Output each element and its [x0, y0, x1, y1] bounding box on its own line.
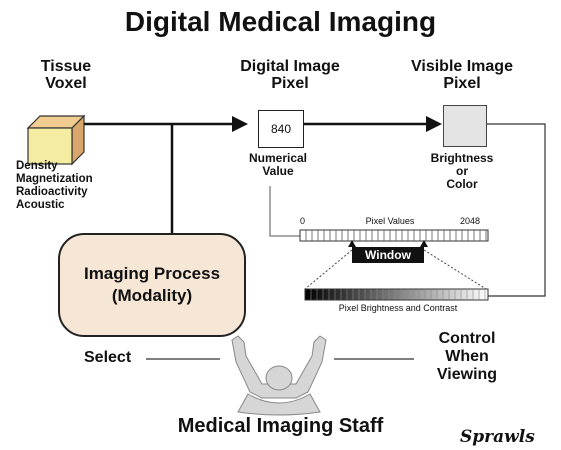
bright-line2: or [456, 164, 468, 178]
bright-line3: Color [446, 177, 478, 191]
window-mapping-left [304, 249, 353, 290]
property-magnetization: Magnetization [16, 173, 93, 185]
page-title: Digital Medical Imaging [124, 6, 437, 37]
window-left-marker [348, 240, 356, 247]
window-mapping-right [423, 249, 487, 290]
pixel-values-label: Pixel Values [365, 216, 415, 226]
digital-label-line2: Pixel [271, 75, 309, 92]
visible-pixel-label: Visible Image Pixel [392, 58, 532, 92]
tissue-properties-list: Density Magnetization Radioactivity Acou… [16, 160, 93, 212]
numval-line1: Numerical [248, 151, 308, 165]
pixel-values-scale [299, 229, 489, 242]
value-to-scale-line [269, 186, 302, 237]
numval-line2: Value [262, 164, 294, 178]
brightness-caption: Brightness or Color [412, 152, 512, 191]
tissue-label-line1: Tissue [40, 58, 92, 75]
bright-line1: Brightness [430, 151, 494, 165]
process-line2: (Modality) [111, 286, 193, 305]
window-right-marker [420, 240, 428, 247]
control-line1: Control [438, 330, 496, 347]
tissue-voxel-cube [26, 114, 86, 166]
control-line3: Viewing [436, 366, 498, 383]
visible-label-line2: Pixel [443, 75, 481, 92]
scale-max-label: 2048 [460, 216, 481, 226]
visible-feedback-line [487, 123, 546, 297]
property-density: Density [16, 160, 58, 172]
visible-pixel-box [443, 105, 487, 147]
voxel-to-pixel-arrowhead [232, 116, 248, 132]
digital-label-line1: Digital Image [240, 58, 340, 75]
author-signature: Sprawls [460, 427, 535, 447]
digital-pixel-label: Digital Image Pixel [220, 58, 360, 92]
property-acoustic: Acoustic [16, 199, 65, 211]
window-label: Window [352, 247, 424, 263]
select-label: Select [84, 349, 132, 366]
control-line2: When [445, 348, 489, 365]
visible-label-line1: Visible Image [411, 58, 513, 75]
staff-figure [231, 335, 327, 416]
staff-caption: Medical Imaging Staff [177, 415, 384, 437]
brightness-contrast-label: Pixel Brightness and Contrast [338, 303, 458, 313]
brightness-scale [304, 288, 489, 301]
tissue-voxel-label: Tissue Voxel [20, 58, 112, 92]
control-when-viewing-label: Control When Viewing [422, 330, 512, 384]
process-line1: Imaging Process [83, 264, 221, 283]
scale-min-label: 0 [300, 216, 306, 226]
property-radioactivity: Radioactivity [16, 186, 88, 198]
numerical-value-caption: Numerical Value [228, 152, 328, 178]
digital-pixel-value-box: 840 [258, 110, 304, 148]
pixel-to-visible-arrowhead [426, 116, 442, 132]
tissue-label-line2: Voxel [45, 75, 87, 92]
imaging-process-box: Imaging Process (Modality) [58, 233, 246, 337]
